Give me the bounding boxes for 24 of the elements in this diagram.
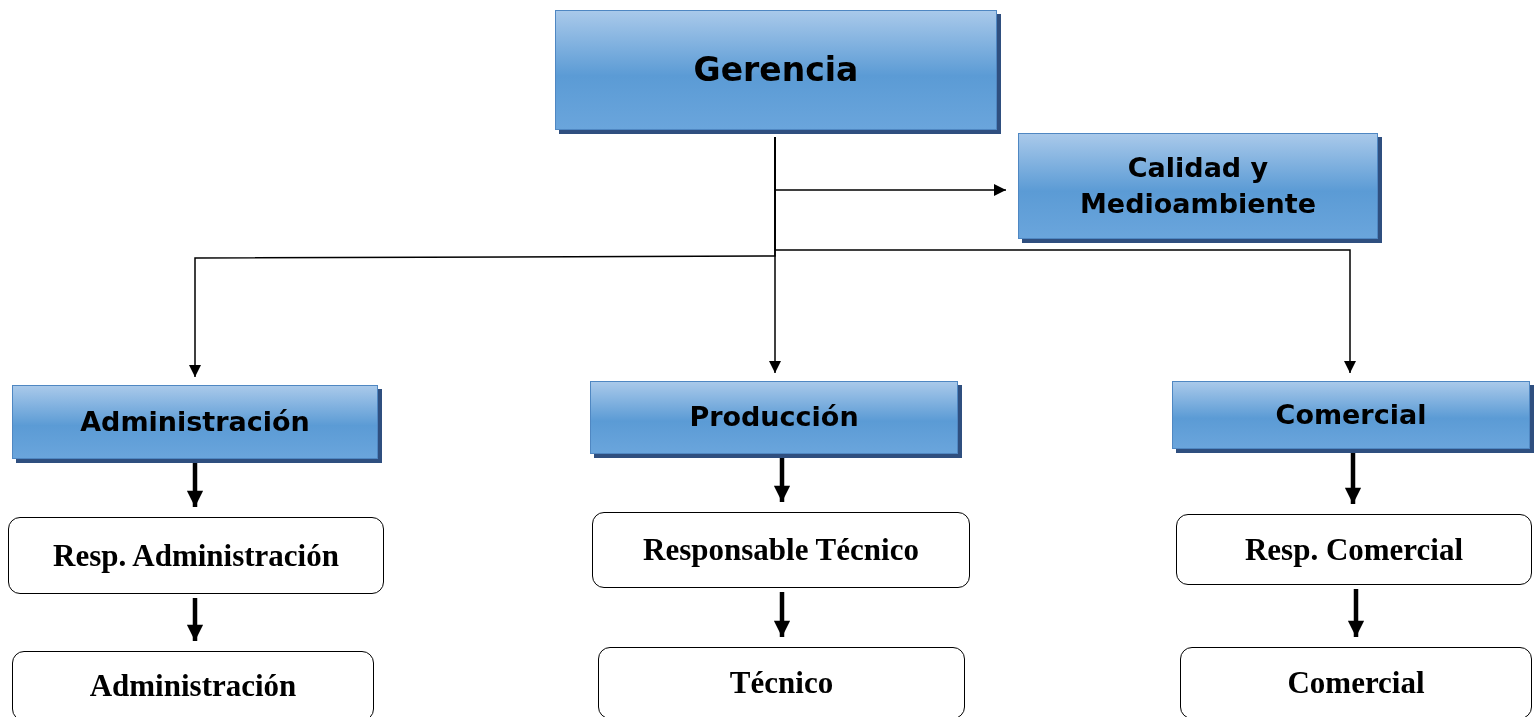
role-box bbox=[8, 517, 384, 594]
role-box bbox=[12, 651, 374, 717]
node-label: Gerencia bbox=[693, 48, 859, 91]
role-box bbox=[598, 647, 965, 717]
node-label: Administración bbox=[80, 404, 310, 439]
arrow bbox=[1344, 453, 1362, 504]
node-label: Calidad y Medioambiente bbox=[1079, 150, 1317, 221]
node-label: Producción bbox=[689, 400, 859, 435]
role-box bbox=[1176, 514, 1532, 585]
node-label: Comercial bbox=[1287, 665, 1425, 701]
node-label: Administración bbox=[89, 668, 297, 704]
arrow bbox=[186, 463, 204, 507]
arrow bbox=[773, 458, 791, 502]
role-box bbox=[592, 512, 970, 588]
node-label: Responsable Técnico bbox=[643, 532, 919, 568]
arrow bbox=[773, 592, 791, 637]
node-label: Comercial bbox=[1275, 397, 1427, 432]
node-label: Resp. Administración bbox=[53, 537, 339, 574]
arrow bbox=[774, 136, 1356, 374]
arrow bbox=[1347, 589, 1365, 637]
node-label: Resp. Comercial bbox=[1244, 531, 1464, 568]
arrow bbox=[186, 598, 204, 641]
role-box bbox=[1180, 647, 1532, 717]
node-label: Técnico bbox=[729, 665, 834, 701]
